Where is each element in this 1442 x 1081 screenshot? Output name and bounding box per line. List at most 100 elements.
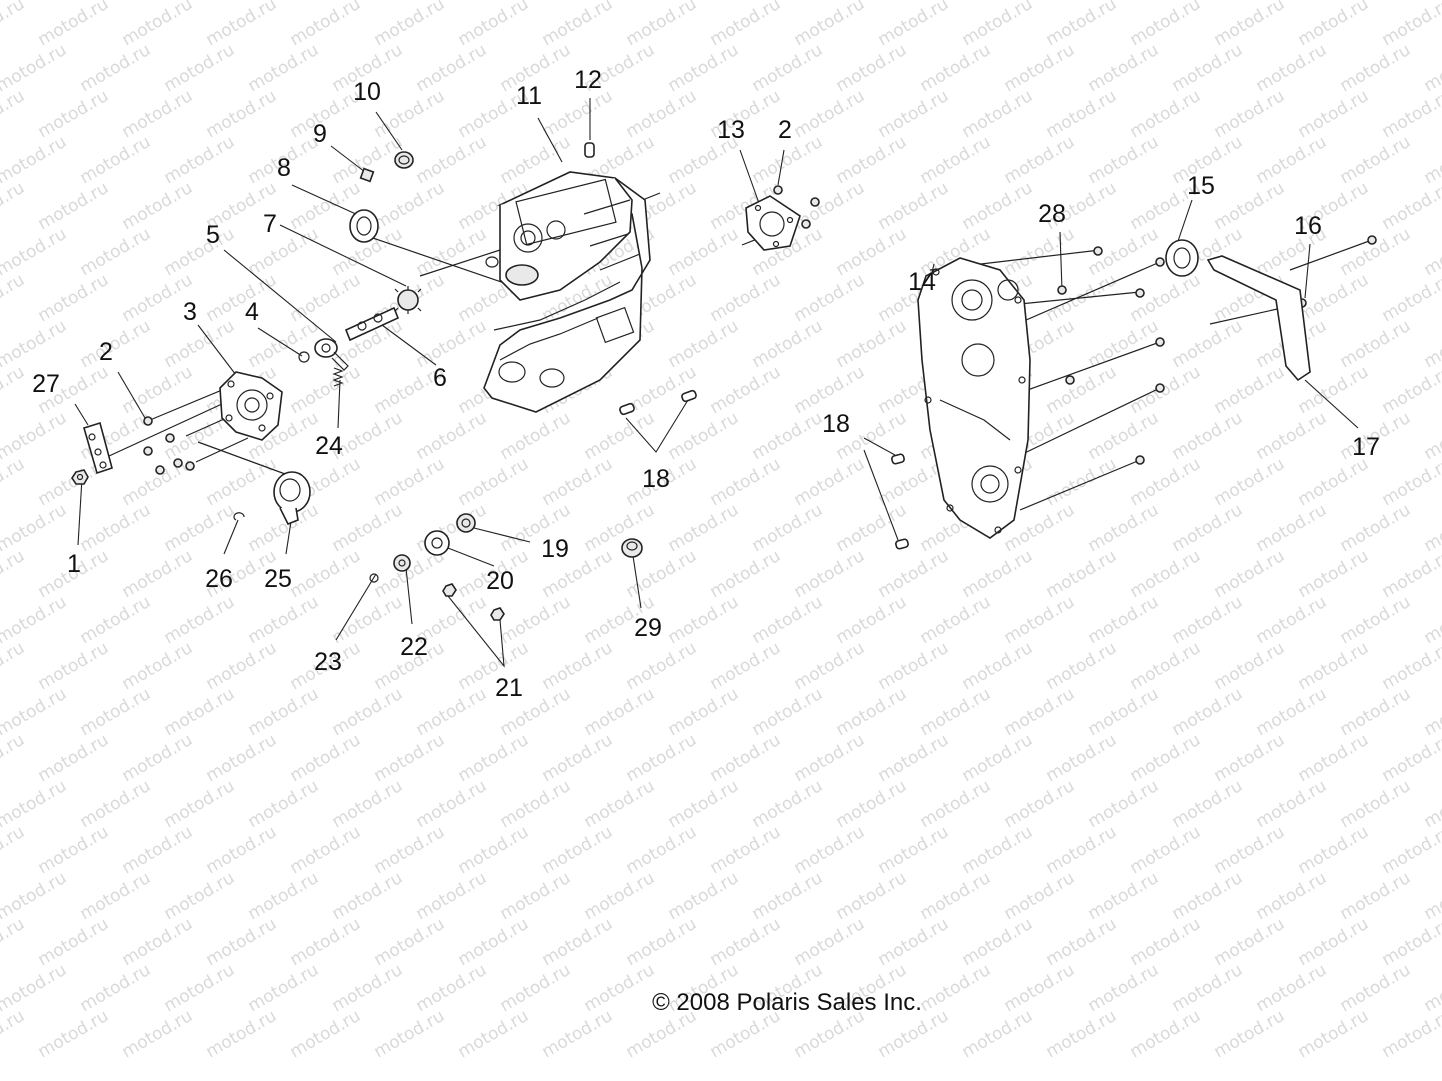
watermark-text: motod.ru	[413, 132, 491, 188]
watermark-text: motod.ru	[623, 730, 701, 786]
watermark-text: motod.ru	[1379, 454, 1442, 510]
watermark-text: motod.ru	[1169, 960, 1247, 1016]
watermark-text: motod.ru	[413, 960, 491, 1016]
watermark-text: motod.ru	[1001, 592, 1079, 648]
watermark-text: motod.ru	[665, 224, 743, 280]
watermark-text: motod.ru	[749, 500, 827, 556]
watermark-text: motod.ru	[1421, 500, 1442, 556]
watermark-text: motod.ru	[1295, 914, 1373, 970]
watermark-text: motod.ru	[665, 316, 743, 372]
watermark-text: motod.ru	[0, 546, 28, 602]
watermark-text: motod.ru	[1211, 822, 1289, 878]
watermark-text: motod.ru	[1127, 86, 1205, 142]
watermark-text: motod.ru	[35, 822, 113, 878]
watermark-text: motod.ru	[245, 776, 323, 832]
callout-3: 3	[183, 298, 197, 326]
watermark-text: motod.ru	[707, 730, 785, 786]
watermark-text: motod.ru	[665, 684, 743, 740]
watermark-text: motod.ru	[245, 868, 323, 924]
watermark-text: motod.ru	[581, 776, 659, 832]
watermark-text: motod.ru	[455, 822, 533, 878]
watermark-text: motod.ru	[1337, 684, 1415, 740]
part-29-plug	[621, 538, 643, 558]
watermark-text: motod.ru	[917, 592, 995, 648]
watermark-text: motod.ru	[1421, 316, 1442, 372]
watermark-text: motod.ru	[1211, 178, 1289, 234]
callout-20: 20	[486, 567, 514, 595]
callout-29: 29	[634, 614, 662, 642]
watermark-text: motod.ru	[1043, 822, 1121, 878]
part-27-bracket	[83, 421, 113, 475]
watermark-text: motod.ru	[371, 0, 449, 50]
watermark-text: motod.ru	[875, 730, 953, 786]
watermark-text: motod.ru	[1085, 40, 1163, 96]
watermark-text: motod.ru	[707, 454, 785, 510]
watermark-text: motod.ru	[0, 500, 70, 556]
watermark-text: motod.ru	[161, 684, 239, 740]
watermark-text: motod.ru	[707, 362, 785, 418]
watermark-text: motod.ru	[1085, 776, 1163, 832]
part-6-shift-shaft	[344, 306, 400, 342]
watermark-text: motod.ru	[1211, 1006, 1289, 1062]
watermark-text: motod.ru	[287, 546, 365, 602]
watermark-text: motod.ru	[581, 960, 659, 1016]
callout-28: 28	[1038, 200, 1066, 228]
watermark-text: motod.ru	[539, 0, 617, 50]
callout-4: 4	[245, 298, 259, 326]
watermark-text: motod.ru	[203, 638, 281, 694]
watermark-text: motod.ru	[917, 868, 995, 924]
watermark-text: motod.ru	[1421, 684, 1442, 740]
watermark-text: motod.ru	[119, 454, 197, 510]
watermark-text: motod.ru	[119, 362, 197, 418]
watermark-text: motod.ru	[917, 132, 995, 188]
watermark-text: motod.ru	[119, 1006, 197, 1062]
watermark-text: motod.ru	[455, 914, 533, 970]
callout-labels: 1 2 2 3 4 5 6 7 8 9 10 11 12 13 14 15 16…	[32, 66, 1380, 702]
watermark-text: motod.ru	[791, 638, 869, 694]
watermark-text: motod.ru	[1337, 40, 1415, 96]
callout-18-center: 18	[642, 465, 670, 493]
watermark-text: motod.ru	[917, 960, 995, 1016]
watermark-text: motod.ru	[833, 40, 911, 96]
watermark-text: motod.ru	[1043, 546, 1121, 602]
watermark-text: motod.ru	[0, 730, 28, 786]
watermark-text: motod.ru	[0, 270, 28, 326]
watermark-text: motod.ru	[1295, 270, 1373, 326]
watermark-text: motod.ru	[1169, 776, 1247, 832]
part-9-clip	[359, 167, 375, 183]
watermark-text: motod.ru	[287, 0, 365, 50]
callout-7: 7	[263, 210, 277, 238]
watermark-text: motod.ru	[0, 408, 70, 464]
watermark-text: motod.ru	[1169, 684, 1247, 740]
watermark-text: motod.ru	[455, 730, 533, 786]
part-3-pump-cover	[219, 371, 283, 441]
callout-10: 10	[353, 78, 381, 106]
watermark-text: motod.ru	[203, 86, 281, 142]
watermark-text: motod.ru	[665, 776, 743, 832]
watermark-text: motod.ru	[35, 638, 113, 694]
callout-5: 5	[206, 221, 220, 249]
watermark-text: motod.ru	[749, 868, 827, 924]
watermark-text: motod.ru	[203, 730, 281, 786]
watermark-text: motod.ru	[539, 638, 617, 694]
watermark-text: motod.ru	[917, 684, 995, 740]
watermark-text: motod.ru	[1169, 500, 1247, 556]
watermark-text: motod.ru	[413, 868, 491, 924]
watermark-text: motod.ru	[749, 684, 827, 740]
part-13-cover-plate	[745, 195, 801, 251]
watermark-text: motod.ru	[791, 730, 869, 786]
watermark-text: motod.ru	[161, 960, 239, 1016]
watermark-text: motod.ru	[245, 960, 323, 1016]
watermark-text: motod.ru	[35, 0, 113, 50]
watermark-text: motod.ru	[0, 454, 28, 510]
watermark-text: motod.ru	[0, 316, 70, 372]
watermark-text: motod.ru	[203, 0, 281, 50]
watermark-text: motod.ru	[1421, 0, 1442, 4]
watermark-text: motod.ru	[1127, 0, 1205, 50]
watermark-text: motod.ru	[35, 914, 113, 970]
watermark-text: motod.ru	[1043, 1006, 1121, 1062]
watermark-text: motod.ru	[329, 776, 407, 832]
watermark-text: motod.ru	[1211, 362, 1289, 418]
watermark-text: motod.ru	[1001, 776, 1079, 832]
